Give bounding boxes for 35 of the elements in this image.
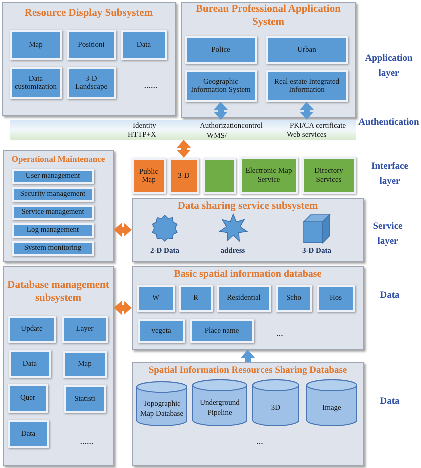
panel-title: Bureau Professional Application System	[195, 4, 342, 30]
double-arrow	[114, 223, 132, 237]
panel-title: Resource Display Subsystem	[24, 8, 154, 21]
subsystem-panel	[2, 2, 176, 116]
double-arrow	[114, 301, 132, 315]
double-arrow	[177, 140, 191, 158]
arrow	[241, 350, 255, 362]
cube-icon	[304, 215, 330, 243]
ellipsis-text: ......	[79, 436, 95, 446]
star-icon	[217, 214, 250, 243]
star-icon	[150, 215, 180, 242]
double-arrow	[214, 102, 228, 120]
ellipsis-text: ......	[143, 80, 159, 90]
service-box	[203, 158, 236, 194]
subsystem-panel	[132, 198, 364, 262]
layer-label: Service layer	[372, 221, 404, 250]
layer-label: Application layer	[364, 53, 414, 82]
subsystem-panel	[132, 266, 364, 350]
layer-label: Authentication	[358, 117, 420, 130]
layer-label: Data	[379, 290, 401, 303]
panel-title: Data sharing service subsystem	[178, 201, 318, 214]
subsystem-panel	[3, 266, 114, 466]
panel-title: Basic spatial information database	[174, 269, 322, 281]
double-arrow	[300, 102, 314, 120]
layer-label: Data	[379, 396, 401, 409]
subsystem-panel	[132, 362, 364, 466]
panel-title: Database management subsystem	[6, 280, 110, 306]
subsystem-panel	[181, 2, 356, 118]
ellipsis-text: ...	[256, 436, 264, 446]
panel-title: Operational Maintenance	[12, 154, 106, 164]
ellipsis-text: ...	[276, 328, 284, 338]
panel-title: Spatial Information Resources Sharing Database	[148, 366, 348, 378]
subsystem-panel	[3, 150, 114, 262]
layer-label: Interface layer	[370, 161, 410, 190]
authentication-band	[10, 120, 356, 140]
